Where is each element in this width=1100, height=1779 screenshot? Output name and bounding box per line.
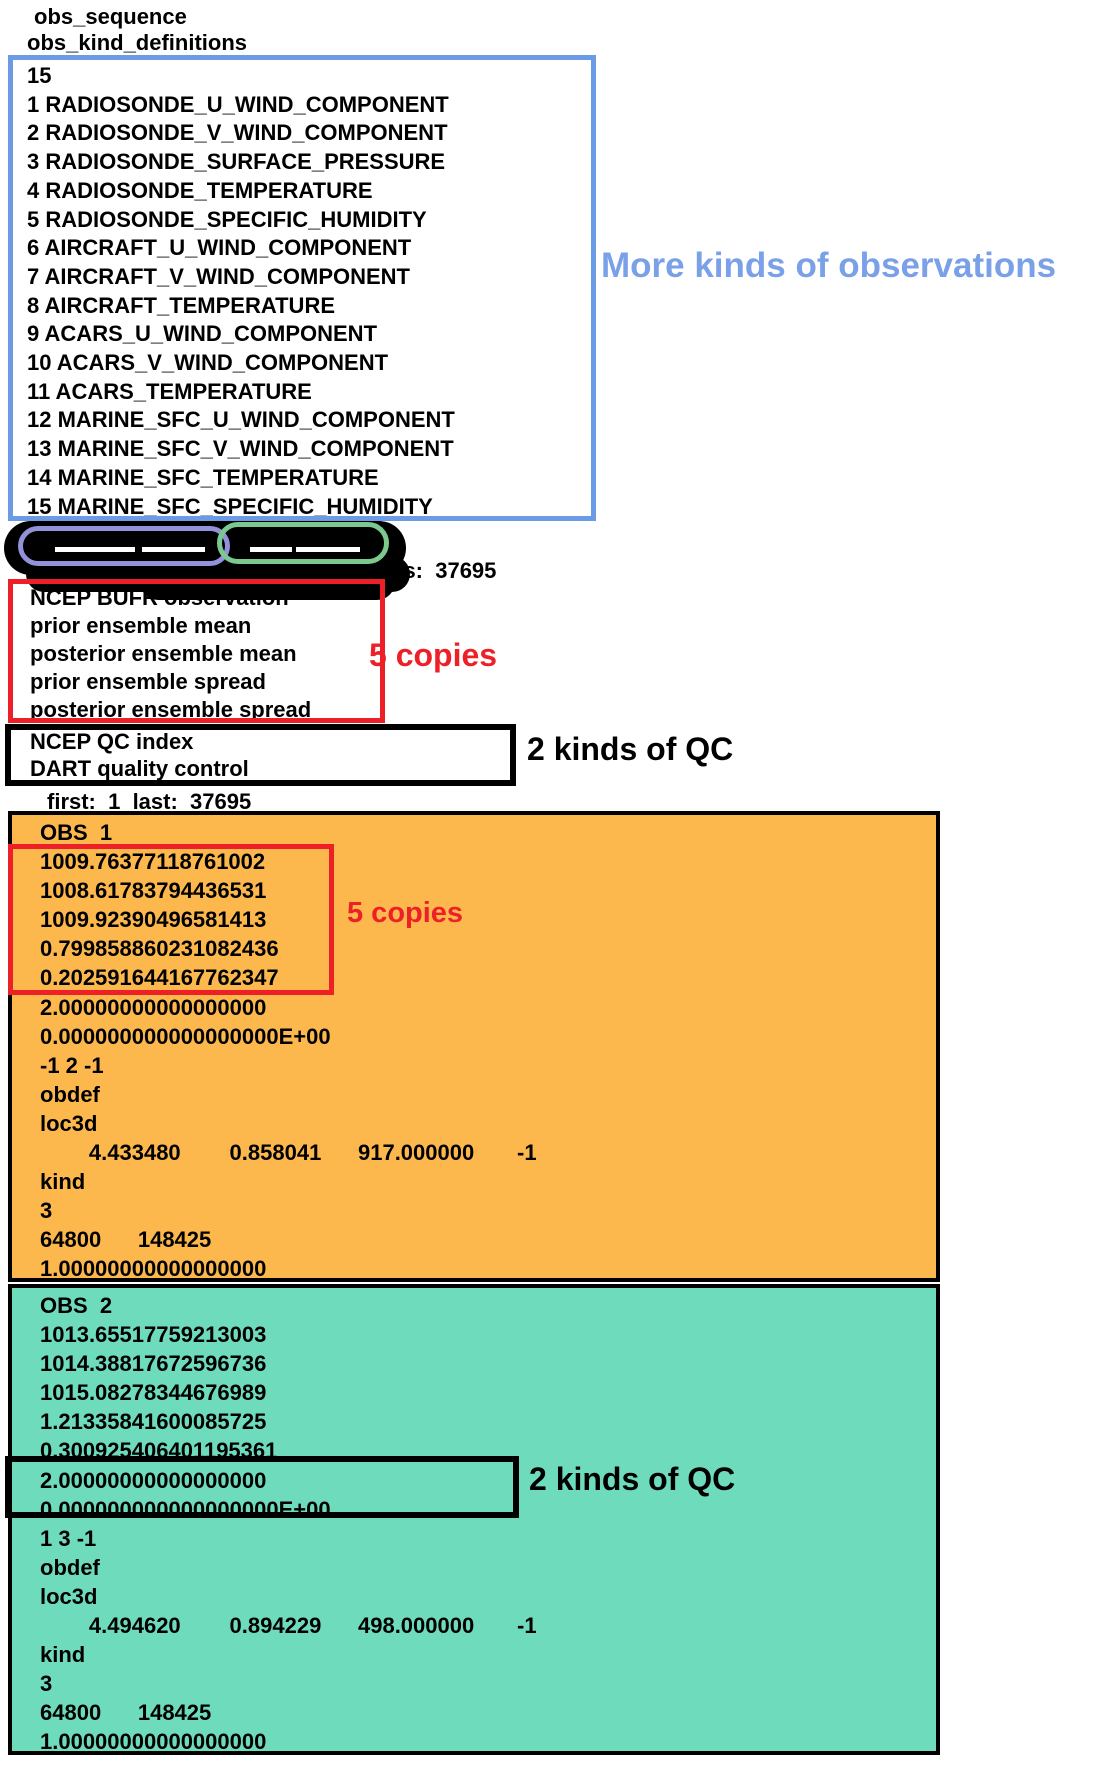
obs2-line: 1.21335841600085725 bbox=[40, 1409, 267, 1435]
num-qc-oval bbox=[217, 522, 389, 564]
obs-kind-definitions-label: obs_kind_definitions bbox=[27, 30, 248, 55]
copies-red-outline bbox=[8, 579, 385, 723]
obs1-line: 0.000000000000000000E+00 bbox=[40, 1023, 331, 1049]
more-kinds-annotation: More kinds of observations bbox=[601, 246, 1057, 285]
obs2-line: 1 3 -1 bbox=[40, 1525, 97, 1551]
obs1-line: -1 2 -1 bbox=[40, 1052, 104, 1078]
obs2-qc-black-outline bbox=[5, 1456, 519, 1518]
obs2-line: 1.00000000000000000 bbox=[40, 1729, 267, 1755]
redacted-blank-underscore bbox=[55, 547, 135, 552]
obs1-record-box: OBS 1 1009.76377118761002 1008.61783794436… bbox=[8, 811, 940, 1282]
kind-definition-line: 9 ACARS_U_WIND_COMPONENT bbox=[27, 321, 378, 347]
obs2-line: 3 bbox=[40, 1671, 53, 1697]
qc-name-line: NCEP QC index bbox=[30, 729, 194, 754]
first-last-line: first: 1 last: 37695 bbox=[47, 789, 252, 814]
kind-definition-line: 12 MARINE_SFC_U_WIND_COMPONENT bbox=[27, 407, 455, 433]
obs2-line: kind bbox=[40, 1642, 86, 1668]
kind-definition-line: 15 MARINE_SFC_SPECIFIC_HUMIDITY bbox=[27, 493, 433, 519]
copy-name-line: posterior ensemble mean bbox=[30, 641, 297, 666]
obs2-line: obdef bbox=[40, 1554, 100, 1580]
obs1-line: 1008.61783794436531 bbox=[40, 878, 267, 904]
copy-name-line: posterior ensemble spread bbox=[30, 697, 312, 722]
obs2-line: 1013.65517759213003 bbox=[40, 1322, 267, 1348]
kind-definition-line: 14 MARINE_SFC_TEMPERATURE bbox=[27, 464, 379, 490]
obs2-line: 1015.08278344676989 bbox=[40, 1380, 267, 1406]
five-copies-annotation: 5 copies bbox=[347, 897, 464, 929]
obs1-line: kind bbox=[40, 1169, 86, 1195]
obs1-line: OBS 1 bbox=[40, 820, 113, 845]
obs1-line: 1009.92390496581413 bbox=[40, 907, 267, 933]
obs1-copies-red-outline bbox=[8, 844, 334, 995]
two-kinds-qc-annotation: 2 kinds of QC bbox=[527, 731, 734, 767]
obs1-line: 4.433480 0.858041 917.000000 -1 bbox=[40, 1140, 537, 1166]
obs2-line: 4.494620 0.894229 498.000000 -1 bbox=[40, 1613, 537, 1639]
kind-definition-line: 13 MARINE_SFC_V_WIND_COMPONENT bbox=[27, 436, 454, 462]
obs2-line: 2.00000000000000000 bbox=[40, 1467, 267, 1493]
qc-black-outline bbox=[5, 724, 516, 786]
kind-definition-line: 5 RADIOSONDE_SPECIFIC_HUMIDITY bbox=[27, 206, 427, 232]
copy-name-line: prior ensemble spread bbox=[30, 669, 266, 694]
obs1-line: 2.00000000000000000 bbox=[40, 994, 267, 1020]
kind-definition-line: 15 bbox=[27, 63, 52, 88]
obs2-line: OBS 2 bbox=[40, 1293, 113, 1318]
kind-definition-line: 10 ACARS_V_WIND_COMPONENT bbox=[27, 350, 389, 376]
obs2-line: 1014.38817672596736 bbox=[40, 1351, 267, 1377]
obs-sequence-label: obs_sequence bbox=[34, 4, 187, 29]
copy-name-line: prior ensemble mean bbox=[30, 613, 252, 638]
obs1-line: 0.799858860231082436 bbox=[40, 936, 279, 962]
obs1-line: obdef bbox=[40, 1081, 100, 1107]
kind-definition-line: 2 RADIOSONDE_V_WIND_COMPONENT bbox=[27, 120, 448, 146]
obs2-record-box: OBS 2 1013.65517759213003 1014.38817672596… bbox=[8, 1284, 940, 1755]
obs1-line: loc3d bbox=[40, 1110, 98, 1136]
qc-name-line: DART quality control bbox=[30, 756, 249, 781]
kind-definition-line: 7 AIRCRAFT_V_WIND_COMPONENT bbox=[27, 263, 410, 289]
redacted-line-fragment: os: 37695 bbox=[390, 558, 497, 583]
two-kinds-qc-annotation: 2 kinds of QC bbox=[529, 1461, 736, 1497]
obs2-line: loc3d bbox=[40, 1583, 98, 1609]
obs1-line: 3 bbox=[40, 1198, 53, 1224]
kind-definition-line: 3 RADIOSONDE_SURFACE_PRESSURE bbox=[27, 149, 446, 175]
obs2-line: 64800 148425 bbox=[40, 1700, 212, 1726]
redacted-blank-underscore bbox=[142, 547, 205, 552]
kind-definition-line: 8 AIRCRAFT_TEMPERATURE bbox=[27, 292, 336, 318]
kind-definition-line: 4 RADIOSONDE_TEMPERATURE bbox=[27, 177, 373, 203]
obs1-line: 0.202591644167762347 bbox=[40, 965, 279, 991]
redacted-blank-underscore bbox=[250, 547, 292, 552]
redacted-blank-underscore bbox=[296, 547, 360, 552]
num-copies-oval bbox=[18, 526, 230, 566]
kind-definitions-box: 15 1 RADIOSONDE_U_WIND_COMPONENT 2 RADIOSO… bbox=[8, 55, 596, 521]
kind-definition-line: 6 AIRCRAFT_U_WIND_COMPONENT bbox=[27, 235, 412, 261]
obs1-line: 1009.76377118761002 bbox=[40, 849, 266, 875]
kind-definition-line: 11 ACARS_TEMPERATURE bbox=[27, 378, 312, 404]
kind-definition-line: 1 RADIOSONDE_U_WIND_COMPONENT bbox=[27, 91, 449, 117]
obs1-line: 1.00000000000000000 bbox=[40, 1256, 267, 1282]
obs1-line: 64800 148425 bbox=[40, 1227, 212, 1253]
five-copies-annotation: 5 copies bbox=[369, 637, 498, 673]
